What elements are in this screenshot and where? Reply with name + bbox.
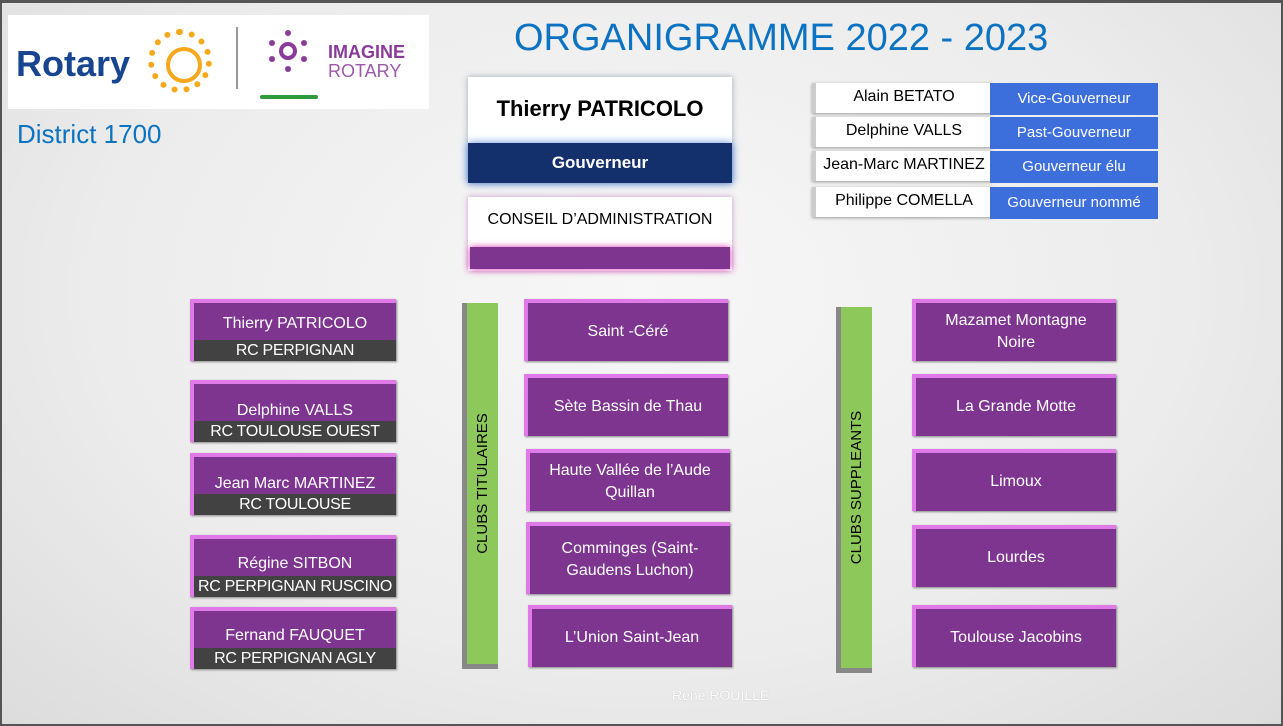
officer-role: Gouverneur élu [990,151,1158,183]
member-club: RC TOULOUSE [194,494,396,515]
officer-name: Philippe COMELLA [812,187,992,217]
council-label: CONSEIL D’ADMINISTRATION [487,211,713,228]
rotary-wheel-icon [148,29,212,93]
imagine-rotary-subtext: ROTARY [328,61,402,81]
officer-name: Jean-Marc MARTINEZ [812,151,992,181]
member-box: Régine SITBON RC PERPIGNAN RUSCINO [190,535,396,597]
club-box: Mazamet Montagne Noire [912,299,1116,361]
author-footer: René ROUILLE [672,687,770,703]
rotary-wordmark: Rotary [16,43,131,84]
member-club: RC PERPIGNAN AGLY [194,648,396,669]
member-club: RC TOULOUSE OUEST [194,421,396,442]
officer-role: Gouverneur nommé [990,187,1158,219]
clubs-titulaires-bar: CLUBS TITULAIRES [462,303,498,669]
member-club: RC PERPIGNAN [194,340,396,361]
governor-role: Gouverneur [468,143,732,183]
club-box: Comminges (Saint-Gaudens Luchon) [526,522,730,594]
member-box: Jean Marc MARTINEZ RC TOULOUSE [190,453,396,515]
officer-role: Vice-Gouverneur [990,83,1158,115]
officer-name: Delphine VALLS [812,117,992,147]
club-box: Sète Bassin de Thau [524,374,728,436]
club-box: Saint -Céré [524,299,728,361]
officer-name: Alain BETATO [812,83,992,113]
member-club: RC PERPIGNAN RUSCINO [194,576,396,597]
governor-name: Thierry PATRICOLO [496,96,704,121]
district-label: District 1700 [17,119,162,149]
club-box: Limoux [912,449,1116,511]
clubs-suppleants-label: CLUBS SUPPLEANTS [848,410,866,565]
member-name: Delphine VALLS [236,402,354,419]
page-title: ORGANIGRAMME 2022 - 2023 [514,17,1049,59]
logo-divider [236,27,238,89]
club-box: La Grande Motte [912,374,1116,436]
member-box: Fernand FAUQUET RC PERPIGNAN AGLY [190,607,396,669]
officer-role: Past-Gouverneur [990,117,1158,149]
member-box: Delphine VALLS RC TOULOUSE OUEST [190,380,396,442]
member-name: Régine SITBON [237,555,353,572]
member-name: Jean Marc MARTINEZ [214,475,376,492]
member-name: Thierry PATRICOLO [222,315,368,332]
green-underline [260,95,318,99]
club-box: L’Union Saint-Jean [528,605,732,667]
governor-box: Thierry PATRICOLO Gouverneur [468,77,732,183]
club-box: Toulouse Jacobins [912,605,1116,667]
council-bar [470,247,730,269]
club-box: Lourdes [912,525,1116,587]
imagine-sun-icon [269,30,307,72]
member-box: Thierry PATRICOLO RC PERPIGNAN [190,299,396,361]
imagine-text: IMAGINE [328,42,406,62]
club-box: Haute Vallée de l’Aude Quillan [526,449,730,511]
clubs-titulaires-label: CLUBS TITULAIRES [474,413,492,554]
member-name: Fernand FAUQUET [225,627,365,644]
council-box: CONSEIL D’ADMINISTRATION [468,197,732,271]
clubs-suppleants-bar: CLUBS SUPPLEANTS [836,307,872,673]
